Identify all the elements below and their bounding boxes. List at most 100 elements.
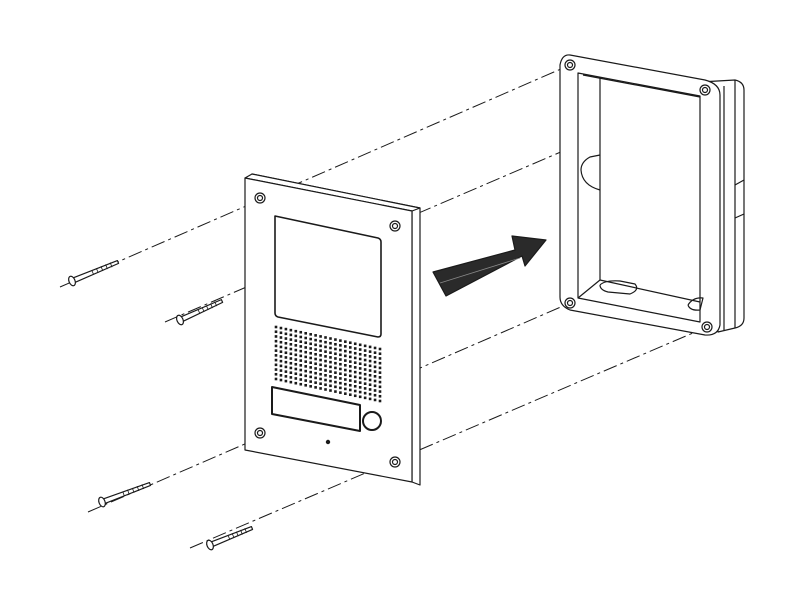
grille-hole bbox=[304, 346, 308, 349]
grille-hole bbox=[334, 380, 337, 384]
grille-hole bbox=[284, 337, 288, 340]
grille-hole bbox=[339, 391, 342, 394]
grille-hole bbox=[289, 371, 293, 374]
grille-hole bbox=[329, 341, 332, 345]
grille-hole bbox=[348, 374, 352, 378]
grille-hole bbox=[294, 377, 298, 380]
grille-hole bbox=[289, 352, 293, 356]
grille-hole bbox=[358, 352, 362, 356]
grille-hole bbox=[358, 395, 362, 399]
grille-hole bbox=[274, 335, 278, 338]
grille-hole bbox=[279, 374, 283, 377]
grille-hole bbox=[368, 373, 372, 377]
anchor-rib bbox=[197, 309, 201, 314]
grille-hole bbox=[299, 349, 303, 353]
grille-hole bbox=[363, 377, 367, 381]
grille-hole bbox=[334, 342, 337, 346]
grille-hole bbox=[329, 360, 332, 364]
grille-hole bbox=[279, 350, 283, 353]
grille-hole bbox=[378, 390, 382, 393]
grille-hole bbox=[274, 358, 278, 362]
grille-hole bbox=[348, 350, 352, 354]
grille-hole bbox=[284, 346, 288, 350]
grille-hole bbox=[294, 362, 298, 366]
grille-hole bbox=[363, 344, 367, 348]
wall-anchor bbox=[206, 526, 254, 551]
grille-hole bbox=[279, 331, 283, 335]
grille-hole bbox=[284, 370, 288, 373]
screw-hole bbox=[564, 297, 576, 309]
anchor-rib bbox=[214, 301, 218, 307]
screw-hole-inner bbox=[391, 458, 399, 466]
grille-hole bbox=[314, 343, 317, 347]
grille-hole bbox=[334, 390, 337, 393]
grille-hole bbox=[334, 357, 337, 360]
grille-hole bbox=[353, 351, 357, 355]
grille-hole bbox=[304, 365, 308, 368]
anchor-rib bbox=[122, 491, 125, 497]
grille-hole bbox=[373, 398, 377, 402]
grille-hole bbox=[348, 393, 352, 397]
box-screw-holes bbox=[564, 59, 713, 333]
grille-hole bbox=[329, 384, 332, 388]
grille-hole bbox=[274, 372, 278, 376]
grille-hole bbox=[339, 372, 342, 376]
grille-hole bbox=[373, 346, 377, 350]
alignment-line bbox=[189, 326, 708, 549]
grille-hole bbox=[294, 372, 298, 376]
grille-hole bbox=[279, 378, 283, 382]
grille-hole bbox=[373, 370, 377, 373]
grille-hole bbox=[348, 379, 352, 382]
grille-hole bbox=[284, 365, 288, 369]
grille-hole bbox=[368, 355, 372, 358]
grille-hole bbox=[358, 390, 362, 394]
grille-hole bbox=[368, 364, 372, 368]
screw-hole bbox=[564, 59, 576, 71]
anchor-rib bbox=[227, 534, 231, 540]
grille-hole bbox=[284, 360, 288, 364]
anchor-rib bbox=[136, 486, 140, 491]
grille-hole bbox=[319, 335, 322, 338]
cable-knockout-corner bbox=[687, 297, 704, 311]
grille-hole bbox=[274, 330, 278, 334]
grille-hole bbox=[284, 351, 288, 355]
grille-hole bbox=[319, 372, 322, 376]
grille-hole bbox=[329, 379, 332, 383]
anchor-head bbox=[98, 496, 106, 508]
grille-hole bbox=[324, 336, 327, 339]
grille-hole bbox=[344, 392, 347, 395]
grille-hole bbox=[353, 375, 357, 379]
grille-hole bbox=[334, 338, 337, 341]
grille-hole bbox=[289, 361, 293, 365]
grille-hole bbox=[339, 339, 342, 342]
grille-hole bbox=[334, 347, 337, 351]
grille-hole bbox=[289, 343, 293, 346]
grille-hole bbox=[324, 359, 327, 363]
grille-hole bbox=[279, 326, 283, 330]
grille-hole bbox=[324, 340, 327, 344]
panel-screw-holes bbox=[254, 192, 401, 468]
grille-hole bbox=[304, 331, 308, 335]
cable-knockout-left bbox=[580, 154, 601, 191]
grille-hole bbox=[274, 349, 278, 352]
grille-hole bbox=[344, 387, 347, 391]
grille-hole bbox=[279, 359, 283, 363]
grille-hole bbox=[378, 394, 382, 398]
box-frame-inner bbox=[577, 72, 701, 323]
grille-hole bbox=[368, 388, 372, 391]
screw-hole bbox=[389, 220, 401, 232]
screw-hole-inner bbox=[703, 323, 711, 331]
grille-hole bbox=[314, 386, 317, 389]
screw-hole-inner bbox=[566, 299, 574, 307]
grille-hole bbox=[363, 372, 367, 376]
grille-hole bbox=[353, 380, 357, 383]
grille-hole bbox=[373, 393, 377, 397]
grille-hole bbox=[339, 381, 342, 385]
grille-hole bbox=[378, 352, 382, 356]
grille-hole bbox=[353, 356, 357, 360]
grille-hole bbox=[289, 357, 293, 360]
grille-hole bbox=[329, 351, 332, 355]
grille-hole bbox=[324, 350, 327, 353]
anchor-rib bbox=[201, 307, 205, 312]
arrow-shape bbox=[432, 235, 547, 297]
